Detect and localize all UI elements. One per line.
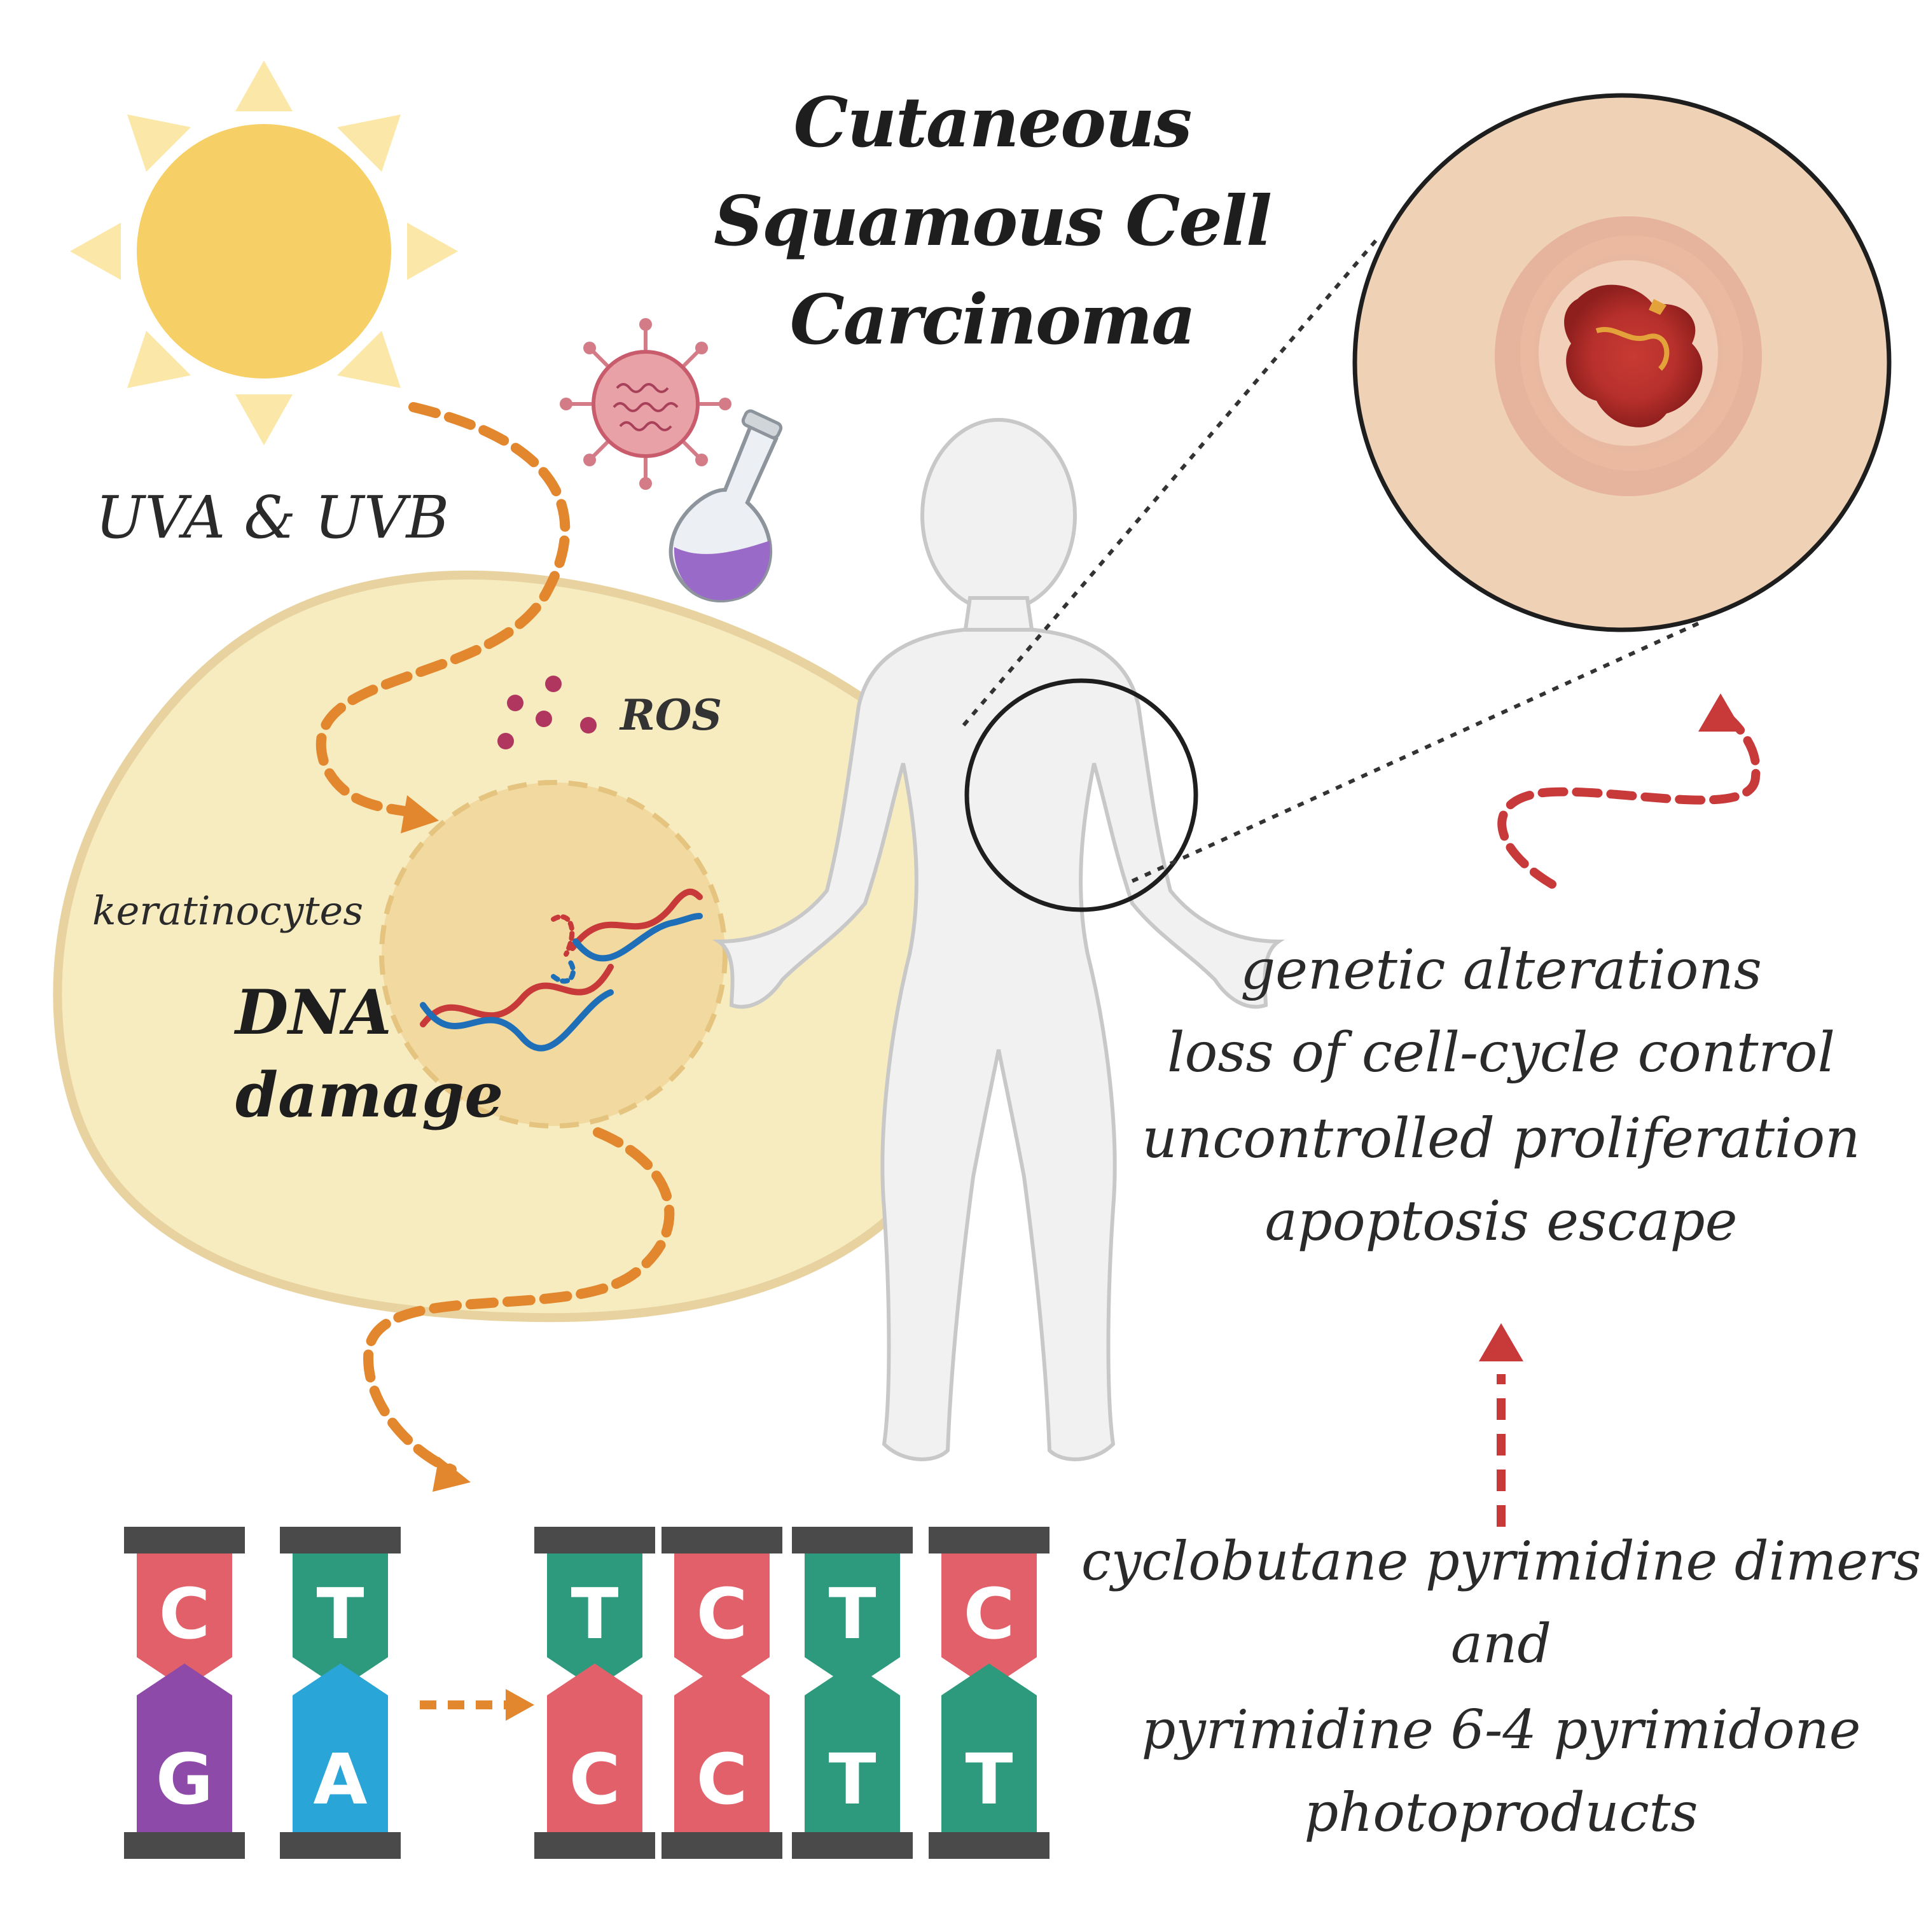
backbone-top: [280, 1527, 401, 1553]
backbone-bottom: [124, 1832, 245, 1859]
zoom-lines: [962, 234, 1700, 883]
after-pair-1: CC: [662, 1527, 782, 1859]
dna-damage-label-line2: damage: [235, 1059, 504, 1131]
after-pair-2: TT: [792, 1527, 913, 1859]
base-top-letter: T: [316, 1573, 364, 1655]
nucleus: [379, 780, 728, 1129]
backbone-bottom: [929, 1832, 1050, 1859]
base-bottom-letter: T: [828, 1739, 876, 1820]
base-top-shape: [293, 1553, 388, 1689]
backbone-bottom: [280, 1832, 401, 1859]
dna-damage-label-line1: DNA: [235, 976, 392, 1048]
before-pair-0: CG: [124, 1527, 245, 1859]
base-top-letter: C: [964, 1573, 1015, 1655]
base-top-letter: T: [571, 1573, 618, 1655]
backbone-top: [929, 1527, 1050, 1553]
base-bottom-letter: T: [965, 1739, 1013, 1820]
backbone-bottom: [792, 1832, 913, 1859]
uv-label: UVA & UVB: [95, 483, 450, 552]
backbone-top: [534, 1527, 655, 1553]
arrowhead-nucleus: [401, 795, 439, 833]
photoproduct-photoproducts: photoproducts: [1304, 1781, 1698, 1844]
arrowhead-lesion: [1698, 693, 1743, 732]
uv-arrow: [315, 402, 675, 1475]
base-bottom-letter: A: [313, 1739, 367, 1820]
base-top-shape: [674, 1553, 770, 1689]
base-bottom-letter: G: [156, 1739, 213, 1820]
red-arrow-lesion: [1497, 714, 1761, 889]
base-bottom-letter: C: [569, 1739, 621, 1820]
photoproduct-and: and: [1451, 1613, 1551, 1675]
effect-genetic-alterations: genetic alterations: [1240, 938, 1762, 1002]
mutation-arrow: [420, 1689, 534, 1721]
virus-icon: [560, 318, 731, 490]
title-line-1: Cutaneous: [793, 83, 1193, 163]
effect-proliferation: uncontrolled proliferation: [1142, 1107, 1860, 1171]
base-bottom-letter: C: [696, 1739, 748, 1820]
backbone-top: [124, 1527, 245, 1553]
arrowhead-bases: [433, 1457, 471, 1492]
base-top-letter: C: [696, 1573, 748, 1655]
base-top-shape: [547, 1553, 642, 1689]
title-line-2: Squamous Cell: [714, 181, 1272, 261]
base-top-letter: C: [159, 1573, 211, 1655]
base-bottom-shape: [941, 1664, 1037, 1832]
sun-icon: [70, 60, 458, 445]
backbone-top: [792, 1527, 913, 1553]
effect-cell-cycle: loss of cell-cycle control: [1167, 1021, 1835, 1085]
title-line-3: Carcinoma: [789, 280, 1196, 360]
base-top-letter: T: [828, 1573, 876, 1655]
ros-dots: [497, 676, 597, 749]
red-arrow-effects: [1479, 1323, 1523, 1527]
dna-helix-icon: [420, 888, 703, 1052]
base-bottom-shape: [547, 1664, 642, 1832]
keratinocytes-label: keratinocytes: [92, 887, 364, 934]
effect-apoptosis: apoptosis escape: [1264, 1190, 1738, 1253]
torso-magnifier: [964, 678, 1198, 912]
base-top-shape: [805, 1553, 900, 1689]
photoproduct-cpd: cyclobutane pyrimidine dimers: [1081, 1530, 1922, 1592]
photoproduct-6-4: pyrimidine 6-4 pyrimidone: [1141, 1699, 1861, 1761]
human-body: [712, 418, 1285, 1461]
backbone-bottom: [534, 1832, 655, 1859]
backbone-top: [662, 1527, 782, 1553]
base-bottom-shape: [137, 1664, 232, 1832]
ros-label: ROS: [620, 690, 723, 740]
base-bottom-shape: [805, 1664, 900, 1832]
backbone-bottom: [662, 1832, 782, 1859]
base-bottom-shape: [674, 1664, 770, 1832]
flask-icon: [669, 409, 783, 602]
base-top-shape: [941, 1553, 1037, 1689]
base-top-shape: [137, 1553, 232, 1689]
before-pair-1: TA: [280, 1527, 401, 1859]
skin-lesion-closeup: [1352, 93, 1892, 632]
after-pair-3: CT: [929, 1527, 1050, 1859]
after-pair-0: TC: [534, 1527, 655, 1859]
base-bottom-shape: [293, 1664, 388, 1832]
